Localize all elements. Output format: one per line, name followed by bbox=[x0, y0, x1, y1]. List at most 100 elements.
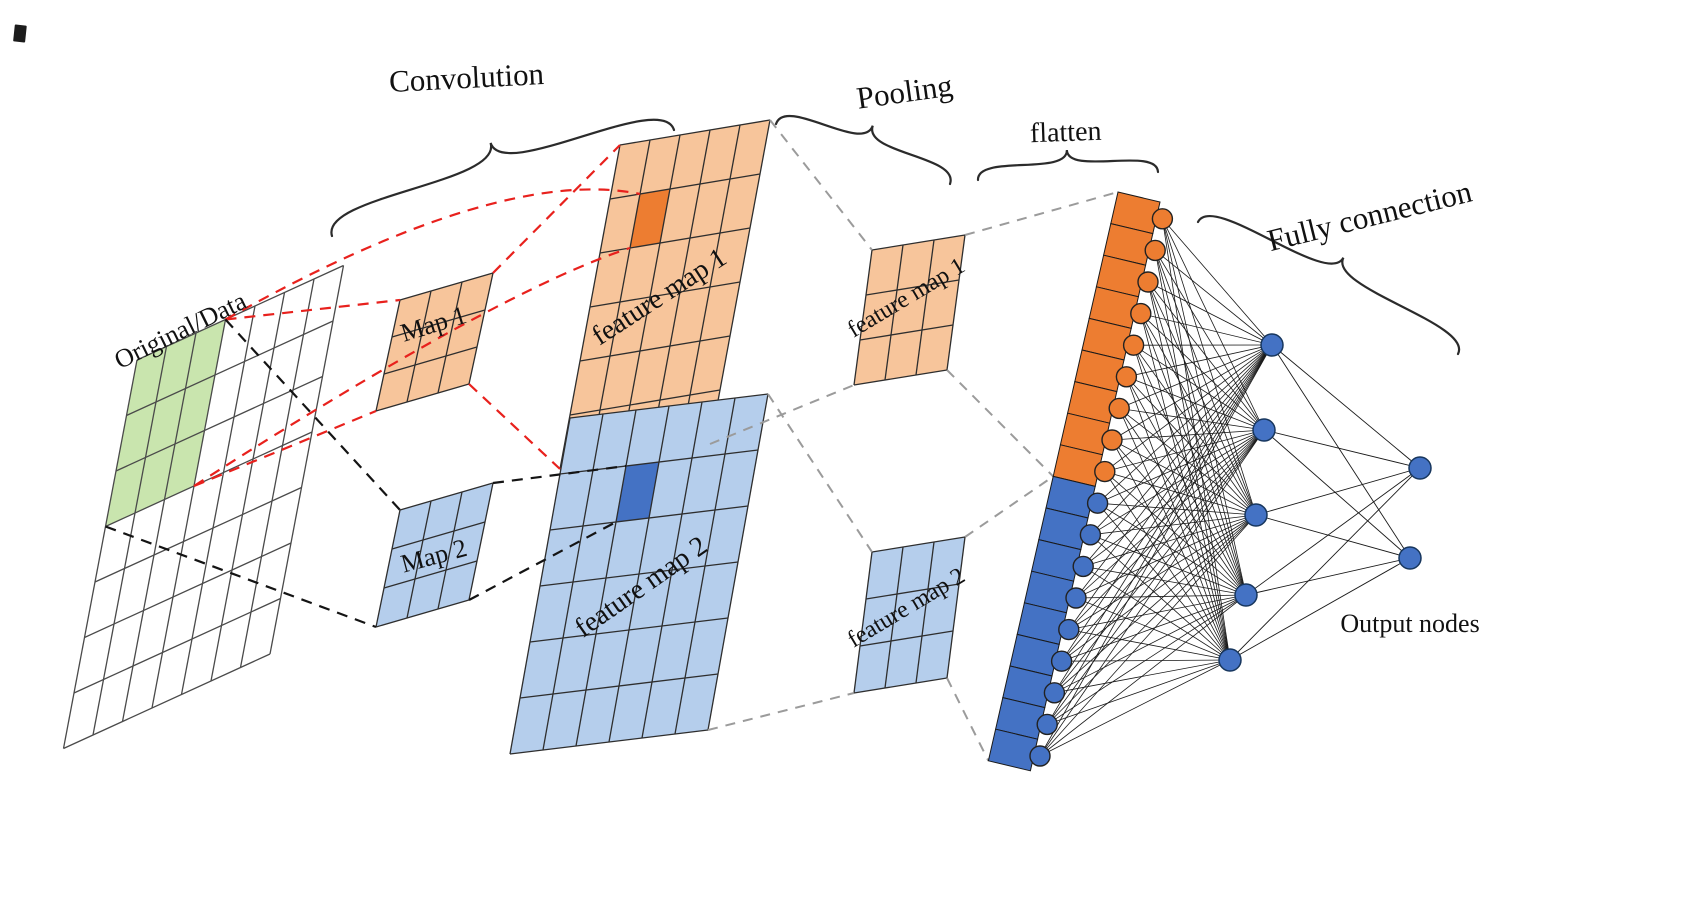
output-edge bbox=[1229, 557, 1411, 661]
fc-edge bbox=[1068, 629, 1231, 661]
map1-gridline-h bbox=[383, 346, 478, 375]
fc-edge bbox=[1111, 429, 1265, 441]
original-gridline-v bbox=[92, 346, 168, 736]
fc-edge bbox=[1068, 514, 1257, 630]
flatten-node-orange bbox=[1094, 460, 1116, 483]
fmap2-grid bbox=[509, 393, 769, 755]
fmap2-gridline-h bbox=[539, 561, 739, 587]
pool1-gridline-v bbox=[915, 239, 935, 376]
hidden-node bbox=[1234, 583, 1258, 607]
fc-edge bbox=[1054, 594, 1247, 694]
fmap2-gridline-h bbox=[569, 393, 769, 419]
red-conv-curve bbox=[193, 246, 631, 487]
hidden-node bbox=[1218, 648, 1242, 672]
convolution-brace bbox=[330, 118, 676, 238]
red-conv-curve bbox=[224, 188, 641, 321]
flatten-node-blue bbox=[1043, 682, 1066, 704]
output-edge bbox=[1245, 467, 1421, 596]
black-conv-link bbox=[105, 525, 377, 629]
fc-edge bbox=[1162, 218, 1273, 346]
map2-surface bbox=[376, 483, 493, 627]
pool1-gridline-h bbox=[853, 369, 948, 386]
fc-edge bbox=[1075, 344, 1273, 599]
output-edge bbox=[1245, 557, 1411, 596]
fc-edge bbox=[1039, 344, 1273, 757]
fc-edge bbox=[1140, 313, 1257, 516]
pool2-gridline-h bbox=[865, 583, 960, 600]
fmap1-gridline-h bbox=[599, 227, 751, 254]
fc-edge bbox=[1090, 344, 1273, 536]
map2-gridline-h bbox=[383, 560, 478, 589]
fc-edge bbox=[1082, 566, 1231, 661]
fc-edge bbox=[1046, 514, 1257, 725]
fc-edge bbox=[1133, 344, 1265, 431]
fc-edge bbox=[1133, 344, 1257, 516]
map2-gridline-h bbox=[391, 521, 486, 550]
fc-edge bbox=[1068, 344, 1273, 630]
fc-edge bbox=[1068, 429, 1265, 630]
fc-edge bbox=[1104, 429, 1265, 472]
fc-edge bbox=[1133, 345, 1231, 661]
fc-edge bbox=[1075, 514, 1257, 599]
flatten-node-orange bbox=[1101, 429, 1123, 451]
fc-edge bbox=[1162, 218, 1265, 431]
fmap1-grid bbox=[559, 119, 771, 470]
fc-edge bbox=[1154, 250, 1265, 431]
fmap1-gridline-h bbox=[609, 173, 761, 200]
gray-flatten-link bbox=[964, 191, 1119, 236]
flatten-node-orange bbox=[1137, 271, 1159, 293]
fc-edge bbox=[1119, 344, 1273, 409]
map1-gridline-v bbox=[468, 272, 494, 385]
original-gridline-v bbox=[210, 292, 286, 682]
fc-edge bbox=[1118, 408, 1257, 516]
map1-gridline-h bbox=[391, 309, 486, 338]
pool2-gridline-v bbox=[884, 546, 904, 689]
fc-edge bbox=[1082, 429, 1265, 567]
flatten-node-blue bbox=[1065, 587, 1087, 609]
flatten-node-orange bbox=[1122, 334, 1145, 356]
map2-gridline-v bbox=[375, 509, 401, 628]
flatten-node-orange bbox=[1144, 239, 1166, 262]
map1-grid bbox=[375, 272, 494, 412]
pool1-gridline-h bbox=[871, 234, 966, 251]
original-gridline-h bbox=[63, 653, 271, 750]
hidden-node bbox=[1244, 503, 1268, 527]
fc-edge bbox=[1068, 594, 1247, 630]
pool2-surface bbox=[854, 537, 965, 693]
fc-edge bbox=[1126, 376, 1231, 661]
gray-pool-link bbox=[769, 119, 873, 251]
fc-edge bbox=[1046, 594, 1247, 725]
label-output-nodes: Output nodes bbox=[1340, 609, 1479, 638]
original-gridline-h bbox=[115, 375, 323, 472]
label-pooling: Pooling bbox=[854, 68, 954, 116]
fc-edge bbox=[1097, 502, 1231, 661]
flatten-node-blue bbox=[1079, 524, 1102, 546]
fmap2-gridline-h bbox=[549, 505, 749, 531]
fc-edge bbox=[1039, 514, 1257, 757]
fc-edge bbox=[1126, 376, 1247, 596]
pool1-gridline-v bbox=[884, 244, 904, 381]
output-edge bbox=[1271, 344, 1411, 559]
fc-edge bbox=[1097, 502, 1247, 596]
pooling-brace bbox=[774, 114, 952, 186]
output-edge bbox=[1263, 429, 1421, 469]
flatten-layer bbox=[987, 191, 1161, 772]
output-node bbox=[1408, 456, 1432, 480]
map2-gridline-v bbox=[406, 500, 432, 619]
fc-edge bbox=[1097, 344, 1273, 504]
fc-edge bbox=[1054, 429, 1265, 694]
map1-gridline-h bbox=[399, 272, 494, 301]
hidden-node bbox=[1252, 418, 1276, 442]
map2-gridline-v bbox=[468, 482, 494, 601]
map2-gridline-v bbox=[437, 491, 463, 610]
black-conv-link bbox=[492, 464, 627, 485]
pool1-gridline-h bbox=[865, 279, 960, 296]
map2-grid bbox=[375, 482, 494, 628]
map1-gridline-v bbox=[375, 299, 401, 412]
gray-pool-link bbox=[767, 393, 873, 553]
flatten-node-blue bbox=[1072, 555, 1094, 578]
fmap2-gridline-h bbox=[509, 729, 709, 755]
fmap1-gridline-h bbox=[579, 335, 731, 362]
fc-edge bbox=[1061, 344, 1273, 662]
